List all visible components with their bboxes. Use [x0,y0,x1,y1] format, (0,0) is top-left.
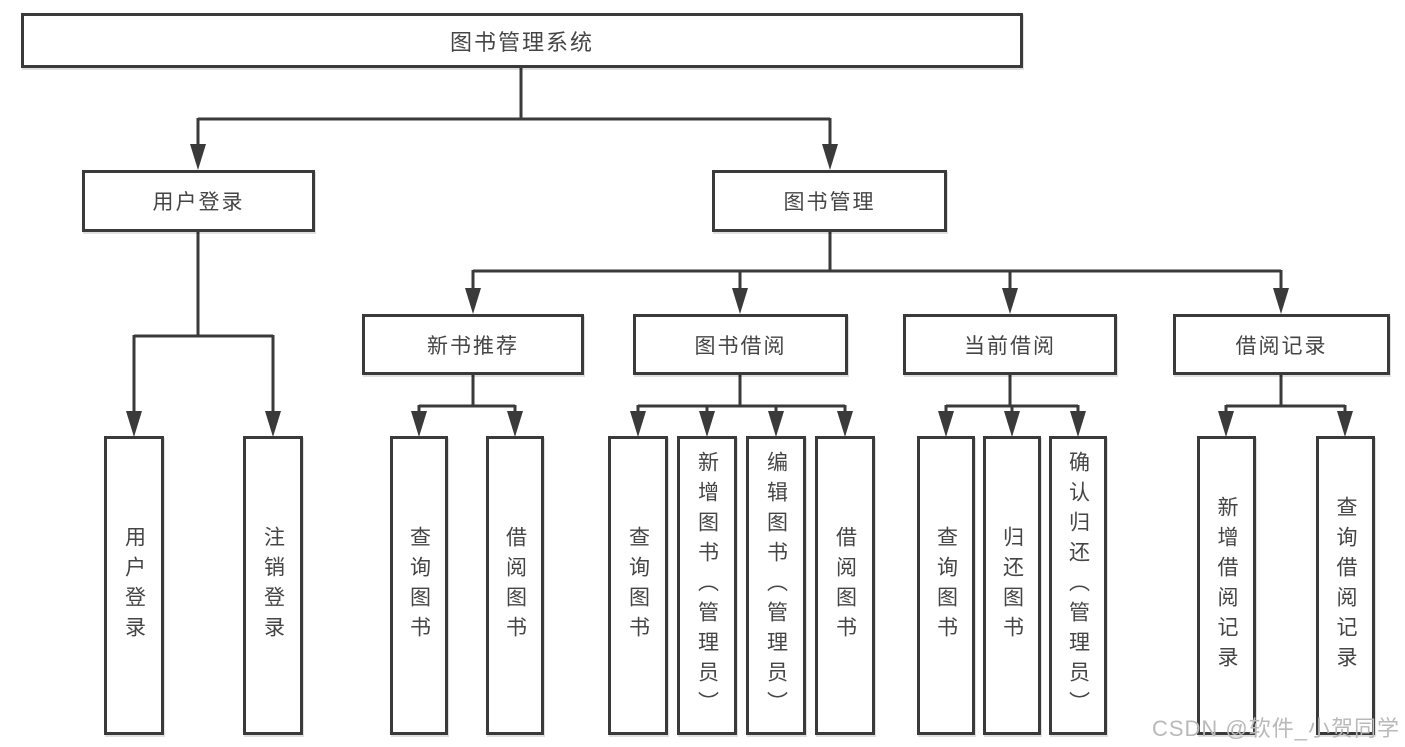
csdn-watermark: CSDN @软件_小贺同学 [1151,716,1400,741]
leaf-br-add-record: 新增借阅记录 [1197,436,1256,735]
node-book-borrowing: 图书借阅 [633,314,848,375]
node-library-system: 图书管理系统 [21,13,1023,68]
leaf-cb-return-books-label: 归还图书 [1000,525,1024,646]
leaf-user-login: 用户登录 [104,436,164,735]
leaf-cb-query-books-label: 查询图书 [934,525,958,646]
leaf-br-query-record-label: 查询借阅记录 [1334,495,1357,676]
node-user-login: 用户登录 [82,170,315,232]
node-borrowing-records-label: 借阅记录 [1235,334,1328,358]
leaf-bb-edit-books-label: 编辑图书（管理员） [764,450,788,721]
leaf-cb-confirm-return-label: 确认归还（管理员） [1066,450,1090,721]
leaf-bb-add-books-label: 新增图书（管理员） [695,450,719,721]
leaf-cb-return-books: 归还图书 [983,436,1041,735]
leaf-cb-query-books: 查询图书 [917,436,975,735]
leaf-bb-query-books-label: 查询图书 [626,525,650,646]
leaf-bb-borrow-books: 借阅图书 [815,436,875,735]
node-current-borrowing: 当前借阅 [903,314,1117,375]
arrowheads [126,144,1353,437]
leaf-br-add-record-label: 新增借阅记录 [1215,495,1238,676]
leaf-user-login-label: 用户登录 [122,525,146,646]
leaf-nb-query-books-label: 查询图书 [407,525,431,646]
node-borrowing-records: 借阅记录 [1173,314,1390,375]
node-new-book-recommend: 新书推荐 [362,314,584,375]
leaf-bb-add-books: 新增图书（管理员） [677,436,737,735]
node-current-borrowing-label: 当前借阅 [964,334,1056,358]
leaf-br-query-record: 查询借阅记录 [1316,436,1375,735]
node-user-login-label: 用户登录 [152,191,245,214]
leaf-logout-label: 注销登录 [261,525,285,646]
leaf-bb-query-books: 查询图书 [608,436,668,735]
node-new-book-recommend-label: 新书推荐 [427,334,519,358]
leaf-nb-borrow-books-label: 借阅图书 [503,525,527,646]
node-book-management-label: 图书管理 [783,191,876,214]
leaf-logout: 注销登录 [243,436,303,735]
leaf-bb-edit-books: 编辑图书（管理员） [746,436,806,735]
leaf-nb-borrow-books: 借阅图书 [486,436,544,735]
leaf-nb-query-books: 查询图书 [390,436,448,735]
node-book-borrowing-label: 图书借阅 [694,334,787,358]
node-book-management: 图书管理 [712,170,947,232]
node-library-system-label: 图书管理系统 [449,29,594,55]
leaf-cb-confirm-return: 确认归还（管理员） [1049,436,1107,735]
leaf-bb-borrow-books-label: 借阅图书 [833,525,857,646]
